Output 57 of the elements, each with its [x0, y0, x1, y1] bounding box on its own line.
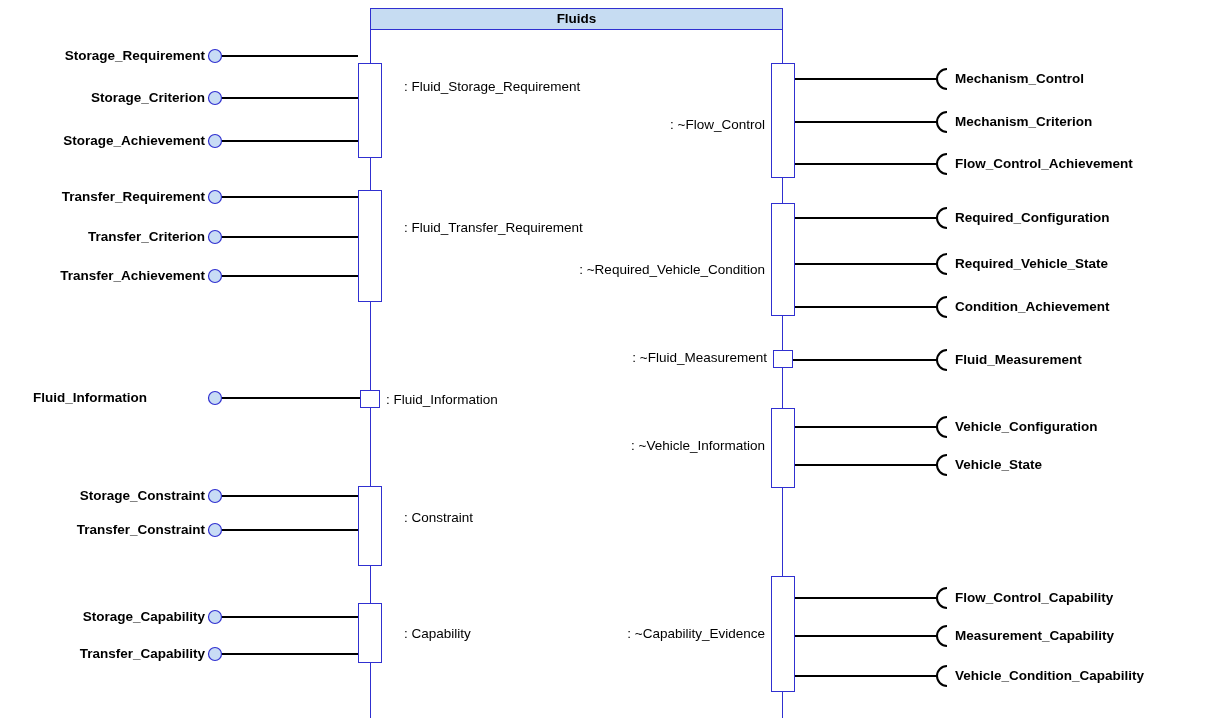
socket-connector: [794, 587, 948, 609]
port-label: : ~Fluid_Measurement: [632, 350, 767, 365]
port-label: : Constraint: [404, 510, 474, 525]
interface-label: Condition_Achievement: [937, 299, 1110, 315]
socket-connector: [794, 296, 948, 318]
lollipop-connector: [207, 522, 359, 538]
socket-connector: [794, 253, 948, 275]
socket-connector: [794, 207, 948, 229]
port-label: : ~Flow_Control: [670, 117, 765, 132]
interface-label: Transfer_Achievement: [60, 268, 208, 284]
lollipop-connector: [207, 48, 359, 64]
port-label: : Capability: [404, 626, 471, 641]
interface-label: Fluid_Information: [33, 390, 208, 406]
interface-label: Flow_Control_Capability: [937, 590, 1114, 606]
socket-connector: [794, 416, 948, 438]
lollipop-connector: [207, 646, 359, 662]
lollipop-connector: [207, 229, 359, 245]
lollipop-connector: [207, 609, 359, 625]
interface-label: Transfer_Requirement: [61, 189, 208, 205]
lollipop-connector: [207, 189, 359, 205]
interface-label: Vehicle_Configuration: [937, 419, 1098, 435]
interface-label: Storage_Criterion: [90, 90, 208, 106]
socket-connector: [794, 111, 948, 133]
component-title: Fluids: [370, 8, 783, 30]
socket-connector: [792, 349, 948, 371]
interface-label: Measurement_Capability: [937, 628, 1115, 644]
port-label: : Fluid_Transfer_Requirement: [404, 220, 583, 235]
lollipop-connector: [207, 390, 361, 406]
port-label: : ~Required_Vehicle_Condition: [579, 262, 765, 277]
interface-label: Transfer_Criterion: [87, 229, 208, 245]
interface-label: Storage_Constraint: [79, 488, 208, 504]
interface-label: Storage_Requirement: [64, 48, 208, 64]
port-label: : ~Capability_Evidence: [627, 626, 765, 641]
interface-label: Storage_Achievement: [63, 133, 208, 149]
interface-label: Storage_Capability: [82, 609, 208, 625]
interface-label: Transfer_Capability: [79, 646, 208, 662]
interface-label: Flow_Control_Achievement: [937, 156, 1133, 172]
lollipop-connector: [207, 90, 359, 106]
port-label: : Fluid_Information: [386, 392, 498, 407]
port-label: : ~Vehicle_Information: [631, 438, 765, 453]
interface-label: Mechanism_Criterion: [937, 114, 1093, 130]
interface-label: Required_Vehicle_State: [937, 256, 1109, 272]
interface-label: Mechanism_Control: [937, 71, 1085, 87]
port-label: : Fluid_Storage_Requirement: [404, 79, 581, 94]
socket-connector: [794, 625, 948, 647]
lollipop-connector: [207, 488, 359, 504]
socket-connector: [794, 153, 948, 175]
interface-label: Vehicle_State: [937, 457, 1043, 473]
lollipop-connector: [207, 133, 359, 149]
interface-label: Fluid_Measurement: [937, 352, 1082, 368]
lollipop-connector: [207, 268, 359, 284]
interface-label: Vehicle_Condition_Capability: [937, 668, 1145, 684]
socket-connector: [794, 454, 948, 476]
socket-connector: [794, 68, 948, 90]
interface-label: Required_Configuration: [937, 210, 1110, 226]
interface-label: Transfer_Constraint: [76, 522, 208, 538]
socket-connector: [794, 665, 948, 687]
